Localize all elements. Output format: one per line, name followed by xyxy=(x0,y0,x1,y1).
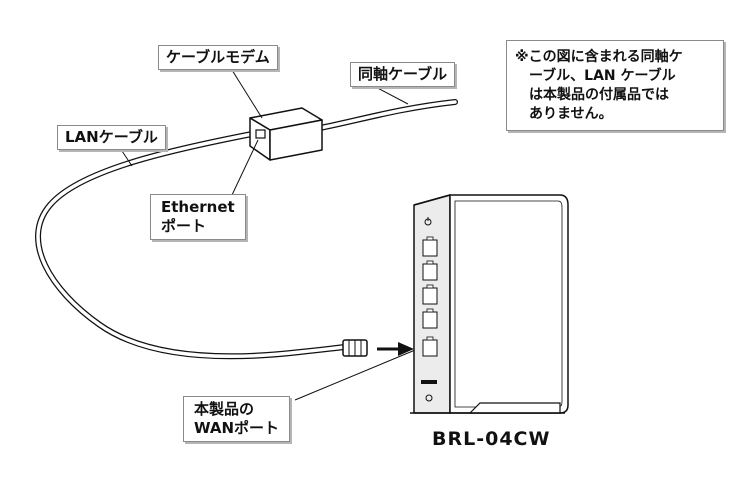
wan-port-line2: WANポート xyxy=(194,419,280,437)
wan-port-line1: 本製品の xyxy=(194,400,255,418)
note-line-1: ※この図に含まれる同軸ケ xyxy=(515,49,683,65)
note-line-4: ありません。 xyxy=(515,106,613,122)
rj45-connector xyxy=(342,339,368,357)
arrow-to-wan-icon xyxy=(377,342,414,356)
router-lan-ports xyxy=(422,236,438,329)
label-lan-cable: LANケーブル xyxy=(57,125,166,150)
ethernet-port-line1: Ethernet xyxy=(161,198,235,216)
lan-cable xyxy=(35,131,348,360)
router-wan-port xyxy=(422,336,438,357)
disclaimer-note: ※この図に含まれる同軸ケ ーブル、LAN ケーブル は本製品の付属品では ありま… xyxy=(506,40,724,131)
router-reset-hole xyxy=(425,394,433,402)
router-model-name: BRL-04CW xyxy=(432,428,551,450)
label-coax-cable: 同軸ケーブル xyxy=(350,62,456,87)
note-line-3: は本製品の付属品では xyxy=(515,87,669,103)
router-switch xyxy=(421,380,437,384)
label-wan-port: 本製品の WANポート xyxy=(183,396,291,442)
leader-lan xyxy=(119,147,133,167)
leader-cable-modem xyxy=(231,69,263,119)
label-cable-modem: ケーブルモデム xyxy=(158,45,278,70)
leader-wan xyxy=(294,347,421,401)
leader-coax xyxy=(369,83,409,105)
note-line-2: ーブル、LAN ケーブル xyxy=(515,68,676,84)
cable-modem-device xyxy=(249,107,323,161)
coax-cable xyxy=(317,99,458,131)
leader-ethernet xyxy=(231,139,259,196)
label-ethernet-port: Ethernet ポート xyxy=(150,194,246,240)
ethernet-port-line2: ポート xyxy=(161,217,207,235)
router-device xyxy=(410,194,569,414)
